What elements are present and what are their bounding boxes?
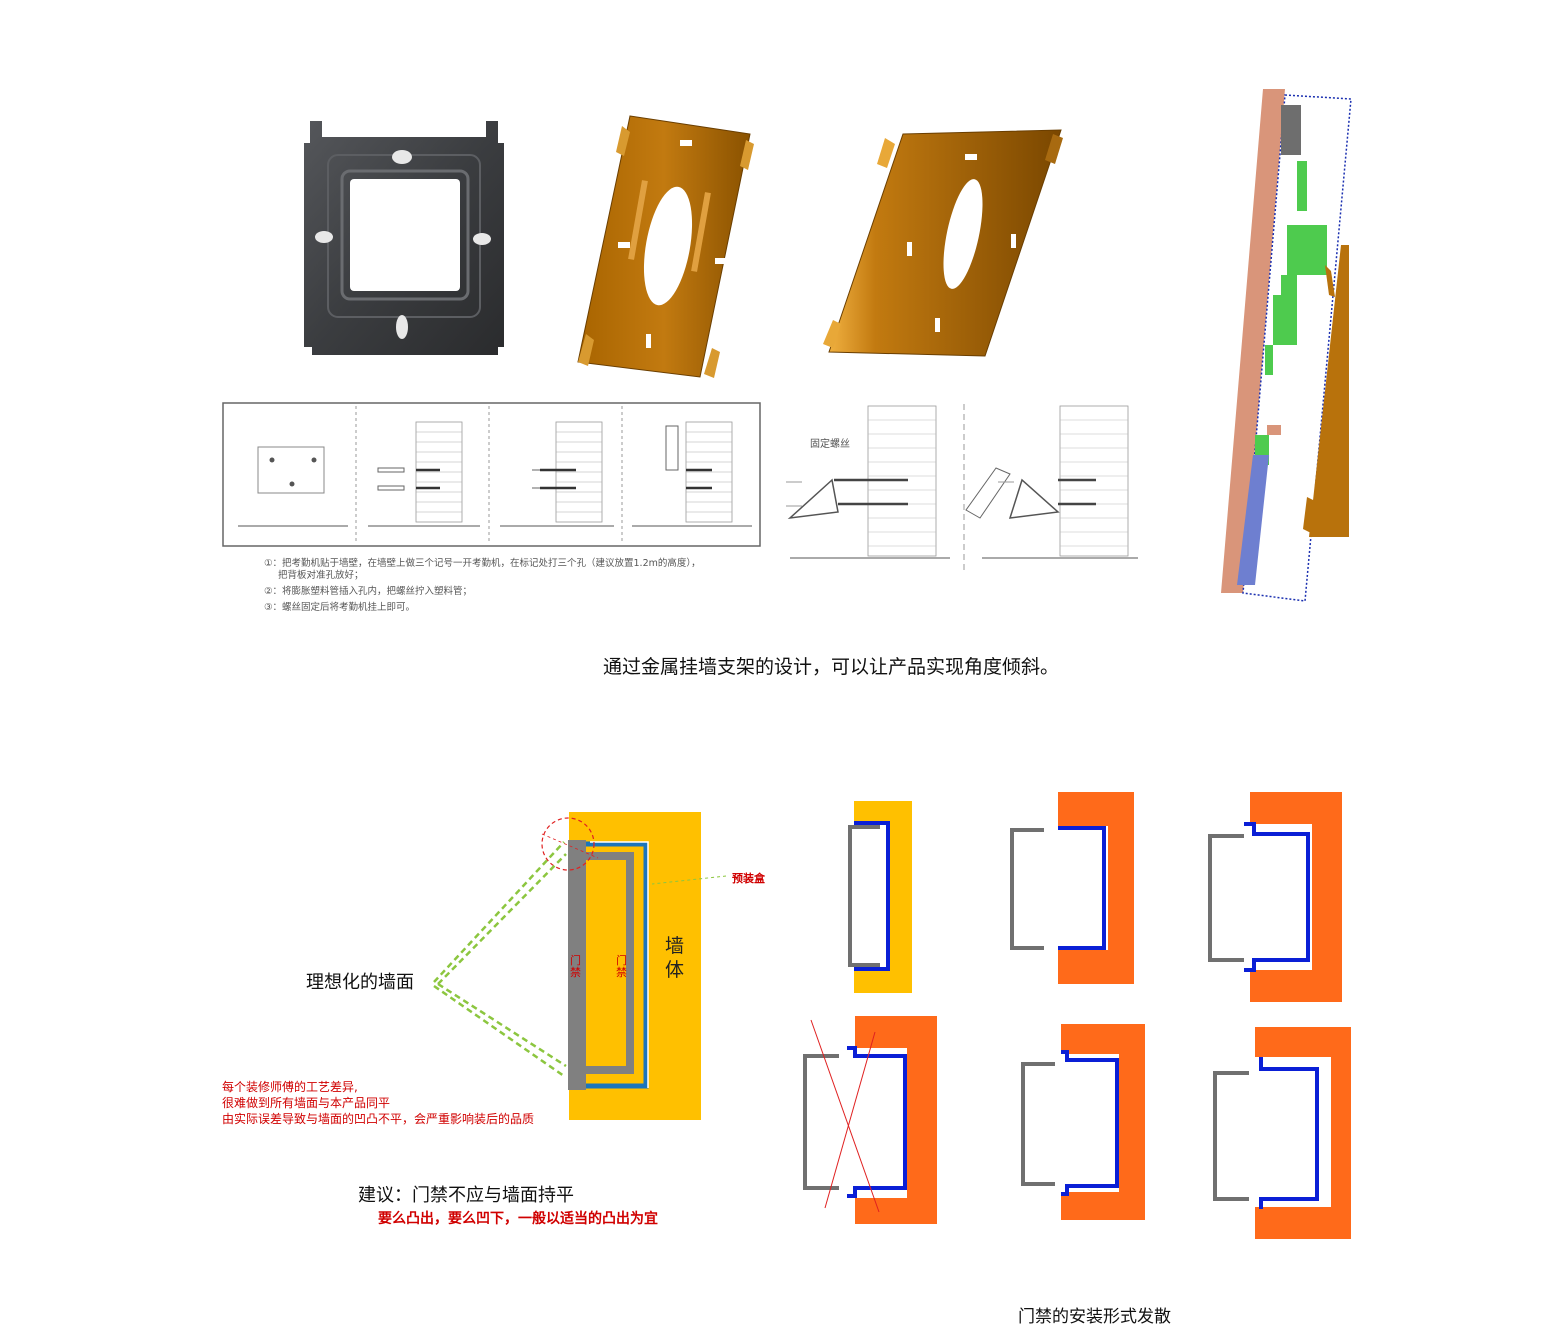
metal-bracket-3d-view-front xyxy=(577,115,754,378)
install-step-2: ②：将膨胀塑料管插入孔内，把螺丝拧入塑料管； xyxy=(264,586,473,597)
install-variant-yellow-flush xyxy=(848,801,912,993)
install-variant-protruding-1 xyxy=(1010,792,1134,984)
install-variant-stepped-1 xyxy=(1208,792,1342,1002)
install-variant-recessed xyxy=(1021,1024,1145,1220)
wall-body-label: 墙体 xyxy=(665,935,685,981)
pre-box-label: 预装盒 xyxy=(732,872,765,885)
warning-line-2: 很难做到所有墙面与本产品同平 xyxy=(222,1096,391,1110)
screw-label: 固定螺丝 xyxy=(810,439,850,450)
door-access-flush-wall-diagram xyxy=(433,812,727,1120)
installation-steps-panel xyxy=(222,402,761,547)
top-caption: 通过金属挂墙支架的设计，可以让产品实现角度倾斜。 xyxy=(603,656,1060,678)
screw-fix-diagram xyxy=(786,404,1138,574)
warning-line-3: 由实际误差导致与墙面的凹凸不平，会严重影响装后的品质 xyxy=(222,1112,535,1126)
install-step-3: ③：螺丝固定后将考勤机挂上即可。 xyxy=(264,602,416,613)
door-label-1: 门禁 xyxy=(570,954,581,979)
door-label-2: 门禁 xyxy=(616,954,627,979)
install-step-1-cont: 把背板对准孔放好； xyxy=(278,570,364,581)
warning-line-1: 每个装修师傅的工艺差异, xyxy=(222,1080,358,1094)
plastic-wall-bracket-photo xyxy=(304,121,504,355)
install-step-1: ①：把考勤机贴于墙壁，在墙壁上做三个记号一开考勤机，在标记处打三个孔（建议放置1… xyxy=(264,558,701,569)
suggestion-detail: 要么凸出，要么凹下，一般以适当的凸出为宜 xyxy=(378,1211,658,1227)
bottom-caption: 门禁的安装形式发散 xyxy=(1018,1307,1171,1327)
metal-bracket-3d-view-angled xyxy=(823,129,1063,357)
install-variant-protruding-2 xyxy=(1213,1027,1351,1239)
ideal-wall-label: 理想化的墙面 xyxy=(306,972,414,993)
suggestion-title: 建议：门禁不应与墙面持平 xyxy=(358,1185,574,1206)
install-variant-crossed-out xyxy=(803,1016,937,1224)
tilted-device-side-section xyxy=(1221,89,1352,602)
